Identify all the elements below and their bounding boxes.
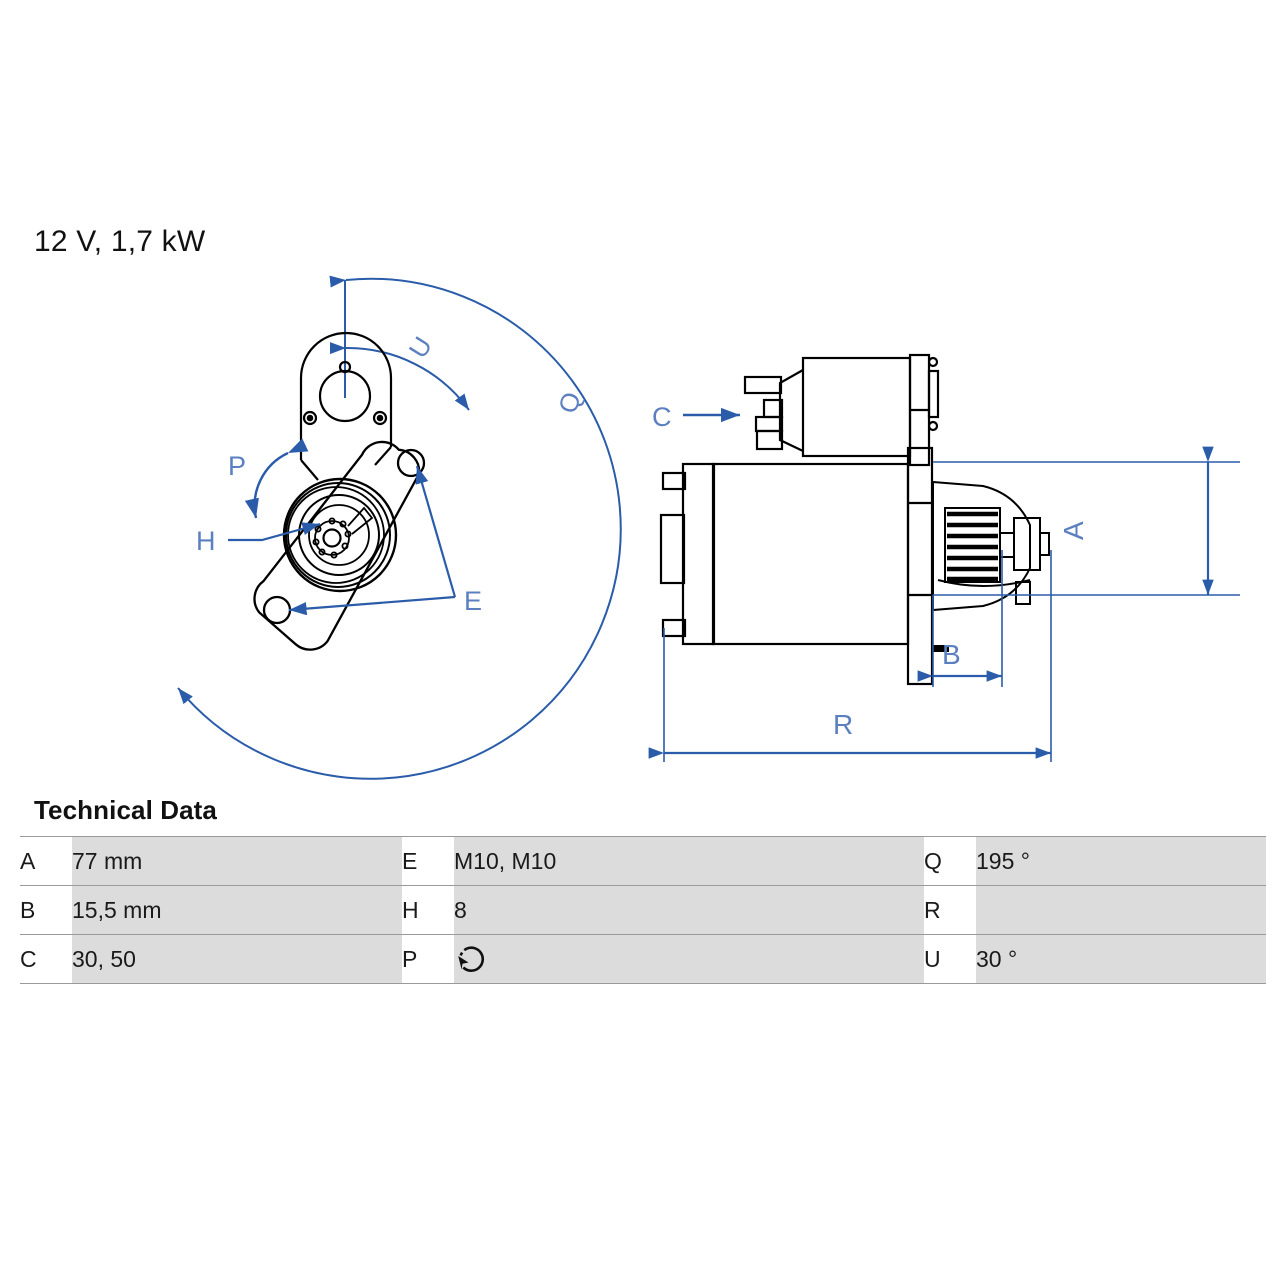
table-row: B 15,5 mm H 8 R [20,885,1266,935]
row-value-c: 30, 50 [72,934,402,984]
solenoid-assembly [743,353,940,467]
technical-drawing: Q U [0,250,1280,790]
table-row: A 77 mm E M10, M10 Q 195 ° [20,836,1266,886]
p-label: P [228,451,246,481]
b-label: B [942,639,961,670]
row-key-u: U [924,934,976,984]
u-label: U [403,331,438,363]
motor-body [659,462,910,646]
row-key-b: B [20,885,72,935]
technical-data-heading: Technical Data [34,795,217,825]
voltage-power-spec: 12 V, 1,7 kW [34,225,206,258]
row-value-u: 30 ° [976,934,1266,984]
pinion-gear [312,506,374,559]
drive-pinion-assembly [932,480,1050,612]
r-dimension: R [648,550,1052,762]
b-dimension: B [917,550,1003,687]
c-label: C [652,402,672,432]
row-key-h: H [402,885,454,935]
r-label: R [833,709,853,740]
row-value-b: 15,5 mm [72,885,402,935]
row-value-e: M10, M10 [454,836,924,886]
q-label: Q [552,388,587,417]
row-key-e: E [402,836,454,886]
table-row: C 30, 50 P U 30 ° [20,934,1266,984]
row-key-q: Q [924,836,976,886]
row-value-a: 77 mm [72,836,402,886]
h-dimension: H [196,522,321,556]
e-dimension: E [288,465,482,616]
c-dimension: C [652,402,740,432]
drive-end-flange [253,440,426,651]
front-view-group: Q U [177,275,622,780]
row-key-c: C [20,934,72,984]
row-key-p: P [402,934,454,984]
drive-housing-rings [282,477,398,593]
row-key-a: A [20,836,72,886]
h-label: H [196,526,216,556]
u-dimension: U [329,331,470,411]
row-value-q: 195 ° [976,836,1266,886]
e-label: E [464,586,482,616]
row-key-r: R [924,885,976,935]
row-value-r [976,885,1266,935]
a-label: A [1058,521,1089,540]
technical-data-table: A 77 mm E M10, M10 Q 195 ° B 15,5 mm H 8… [20,836,1266,984]
technical-data-section: Technical Data A 77 mm E M10, M10 Q 195 … [0,795,1280,984]
q-dimension: Q [177,275,622,780]
side-view-group: C A B R [648,353,1240,762]
rotation-counterclockwise-icon [454,942,488,976]
a-dimension: A [933,446,1240,596]
row-value-h: 8 [454,885,924,935]
row-value-p [454,934,924,984]
p-dimension: P [228,438,309,519]
